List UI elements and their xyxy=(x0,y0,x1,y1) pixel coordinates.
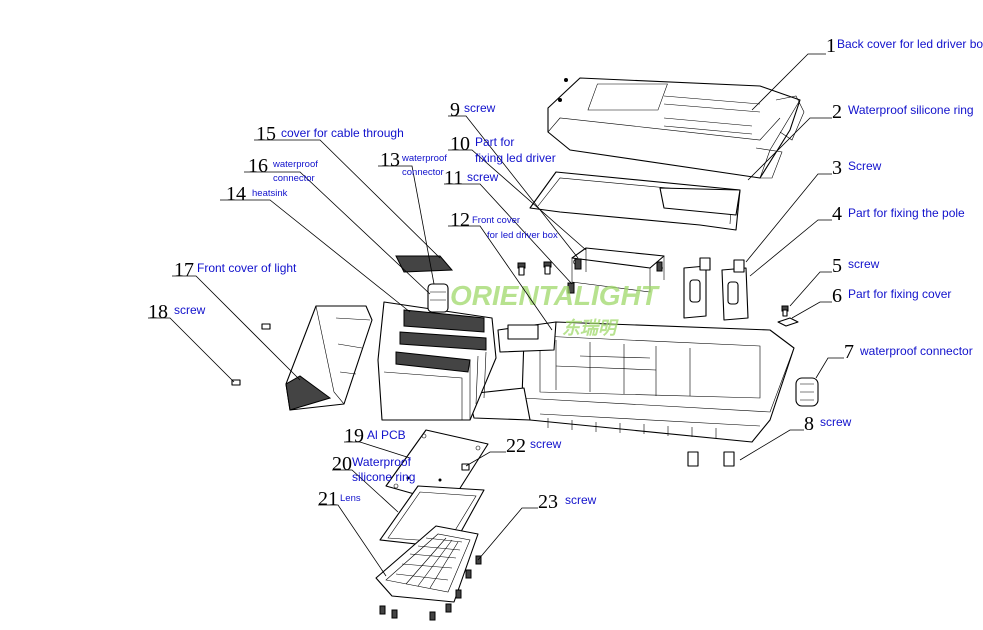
svg-text:waterproof connector: waterproof connector xyxy=(859,344,973,358)
screws-18 xyxy=(231,323,271,386)
svg-text:Front cover: Front cover xyxy=(472,215,520,226)
svg-text:12: 12 xyxy=(450,209,470,231)
svg-text:waterproof: waterproof xyxy=(272,159,318,170)
main-housing xyxy=(467,321,795,443)
svg-text:2: 2 xyxy=(832,101,842,123)
callout-8: 8 screw xyxy=(804,413,852,435)
callout-10: 10 Part for fixing led driver xyxy=(450,133,556,165)
screws-3 xyxy=(699,257,745,273)
callout-15: 15 cover for cable through xyxy=(256,123,404,145)
callout-11: 11 screw xyxy=(444,167,499,189)
callout-1: 1 Back cover for led driver box xyxy=(826,35,983,57)
callout-13: 13 waterproof connector xyxy=(380,149,447,178)
svg-text:3: 3 xyxy=(832,157,842,179)
svg-text:Front cover of light: Front cover of light xyxy=(197,261,297,275)
svg-text:screw: screw xyxy=(464,101,496,115)
svg-text:screw: screw xyxy=(530,437,562,451)
screw-22 xyxy=(461,463,470,471)
callout-14: 14 heatsink xyxy=(226,183,288,205)
callout-7: 7 waterproof connector xyxy=(844,341,973,363)
svg-text:18: 18 xyxy=(148,301,168,323)
svg-text:for led driver box: for led driver box xyxy=(487,230,558,241)
svg-text:13: 13 xyxy=(380,149,400,171)
svg-text:cover for cable through: cover for cable through xyxy=(281,126,404,140)
svg-text:Lens: Lens xyxy=(340,493,361,504)
callout-6: 6 Part for fixing cover xyxy=(832,285,951,307)
svg-text:23: 23 xyxy=(538,491,558,513)
svg-text:screw: screw xyxy=(565,493,597,507)
callout-18: 18 screw xyxy=(148,301,206,323)
callout-4: 4 Part for fixing the pole xyxy=(832,203,965,225)
svg-text:7: 7 xyxy=(844,341,854,363)
heatsink xyxy=(377,301,497,421)
svg-text:Back cover for led driver box: Back cover for led driver box xyxy=(837,37,983,51)
screw-5 xyxy=(781,305,789,317)
callout-17: 17 Front cover of light xyxy=(174,259,297,281)
callout-23: 23 screw xyxy=(538,491,597,513)
part-fixing-cover xyxy=(777,317,799,327)
screws-8 xyxy=(687,451,735,467)
leader-lines xyxy=(148,53,844,577)
svg-text:connector: connector xyxy=(273,173,315,184)
svg-text:Waterproof silicone ring: Waterproof silicone ring xyxy=(848,103,974,117)
svg-text:screw: screw xyxy=(174,303,206,317)
callout-3: 3 Screw xyxy=(832,157,882,179)
screws-9-11 xyxy=(517,258,663,294)
waterproof-connector-7 xyxy=(795,377,819,407)
svg-text:16: 16 xyxy=(248,155,268,177)
svg-text:Screw: Screw xyxy=(848,159,882,173)
svg-text:8: 8 xyxy=(804,413,814,435)
waterproof-connector-16 xyxy=(427,283,449,313)
part-fixing-led-driver xyxy=(571,247,665,293)
svg-text:21: 21 xyxy=(318,488,338,510)
svg-text:4: 4 xyxy=(832,203,842,225)
svg-text:1: 1 xyxy=(826,35,836,57)
svg-text:screw: screw xyxy=(467,170,499,184)
svg-text:screw: screw xyxy=(848,257,880,271)
svg-text:waterproof: waterproof xyxy=(401,153,447,164)
svg-text:screw: screw xyxy=(820,415,852,429)
callout-22: 22 screw xyxy=(506,435,562,457)
orientalight-watermark: ORIENTALIGHT 东瑞明 xyxy=(450,280,661,338)
svg-text:14: 14 xyxy=(226,183,246,205)
svg-text:Part for fixing cover: Part for fixing cover xyxy=(848,287,951,301)
svg-text:Part for fixing the pole: Part for fixing the pole xyxy=(848,206,965,220)
front-cover-light xyxy=(285,305,373,411)
svg-text:6: 6 xyxy=(832,285,842,307)
part-fixing-pole xyxy=(683,265,749,321)
callout-2: 2 Waterproof silicone ring xyxy=(832,101,974,123)
callout-19: 19 Al PCB xyxy=(344,425,406,447)
svg-text:11: 11 xyxy=(444,167,463,189)
svg-text:ORIENTALIGHT: ORIENTALIGHT xyxy=(450,280,661,311)
svg-text:22: 22 xyxy=(506,435,526,457)
svg-text:connector: connector xyxy=(402,167,444,178)
waterproof-silicone-ring-2 xyxy=(529,171,741,231)
svg-text:Al PCB: Al PCB xyxy=(367,428,406,442)
svg-text:10: 10 xyxy=(450,133,470,155)
callout-12: 12 Front cover for led driver box xyxy=(450,209,558,241)
callout-20: 20 Waterproof silicone ring xyxy=(332,453,415,484)
svg-text:东瑞明: 东瑞明 xyxy=(562,318,619,338)
lens xyxy=(375,525,479,603)
callout-16: 16 waterproof connector xyxy=(248,155,318,184)
callout-9: 9 screw xyxy=(450,99,496,121)
svg-text:5: 5 xyxy=(832,255,842,277)
svg-text:silicone ring: silicone ring xyxy=(352,470,415,484)
svg-text:heatsink: heatsink xyxy=(252,188,288,199)
svg-text:19: 19 xyxy=(344,425,364,447)
svg-text:Part for: Part for xyxy=(475,135,514,149)
svg-text:15: 15 xyxy=(256,123,276,145)
svg-text:9: 9 xyxy=(450,99,460,121)
svg-text:17: 17 xyxy=(174,259,194,281)
back-cover-led-driver-box xyxy=(547,77,805,179)
svg-text:Waterproof: Waterproof xyxy=(352,455,412,469)
callout-5: 5 screw xyxy=(832,255,880,277)
callout-21: 21 Lens xyxy=(318,488,361,510)
svg-text:fixing led driver: fixing led driver xyxy=(475,151,556,165)
svg-text:20: 20 xyxy=(332,453,352,475)
